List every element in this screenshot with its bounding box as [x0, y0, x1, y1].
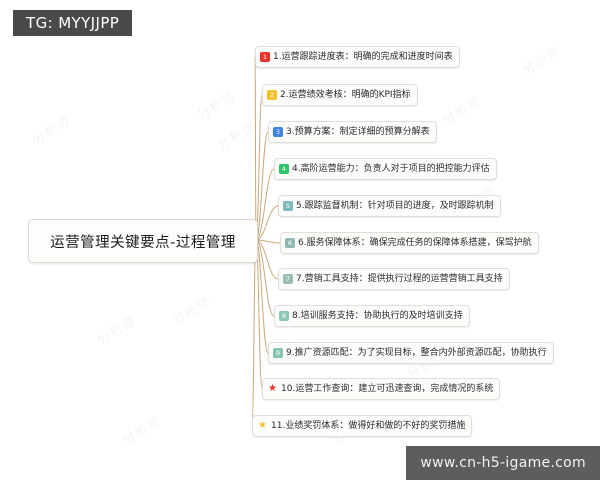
star-icon: ★	[268, 383, 277, 394]
central-node-title: 运营管理关键要点-过程管理	[50, 234, 236, 251]
watermark-text: 分析师	[168, 291, 214, 328]
branch-node-label: 5.跟踪监督机制：针对项目的进度，及时跟踪机制	[296, 200, 494, 211]
branch-node[interactable]: ★ 10.运营工作查询：建立可迅速查询，完成情况的系统	[262, 378, 501, 400]
central-node[interactable]: 运营管理关键要点-过程管理	[28, 219, 258, 263]
number-badge-icon: 9	[273, 348, 283, 358]
watermark-text: 分析师	[438, 91, 484, 128]
connector-line	[255, 239, 275, 317]
number-badge-icon: 4	[279, 164, 289, 174]
watermark-text: 分析师	[118, 411, 164, 448]
number-badge-icon: 5	[283, 201, 293, 211]
branch-node-label: 6.服务保障体系：确保完成任务的保障体系搭建，保驾护航	[298, 237, 532, 248]
url-watermark-bar: www.cn-h5-igame.com	[406, 446, 600, 480]
connector-line	[255, 205, 279, 241]
branch-node-label: 2.运营绩效考核：明确的KPI指标	[280, 89, 411, 100]
branch-node-label: 4.高阶运营能力：负责人对于项目的把控能力评估	[292, 163, 490, 174]
number-badge-icon: 7	[283, 274, 293, 284]
connector-line	[255, 168, 275, 241]
connector-line	[254, 56, 257, 241]
connector-line	[255, 94, 263, 241]
star-icon: ★	[258, 420, 267, 431]
number-badge-icon: 3	[273, 127, 283, 137]
branch-node-label: 8.培训服务支持：协助执行的及时培训支持	[292, 310, 463, 321]
watermark-text: 分析师	[193, 86, 239, 123]
watermark-text: 分析师	[28, 111, 74, 148]
connector-line	[255, 239, 279, 280]
branch-node-label: 11.业绩奖罚体系：做得好和做的不好的奖罚措施	[271, 420, 466, 431]
branch-node-label: 10.运营工作查询：建立可迅速查询，完成情况的系统	[281, 383, 494, 394]
number-badge-icon: 2	[267, 90, 277, 100]
watermark-text: 分析师	[213, 116, 259, 153]
tg-tag: TG: MYYJJPP	[13, 10, 133, 36]
branch-node-label: 3.预算方案：制定详细的预算分解表	[286, 126, 430, 137]
number-badge-icon: 8	[279, 311, 289, 321]
connector-line	[255, 239, 263, 390]
number-badge-icon: 1	[260, 52, 270, 62]
connector-line	[251, 239, 257, 427]
watermark-text: 分析师	[93, 311, 139, 348]
branch-node-label: 9.推广资源匹配：为了实现目标，整合内外部资源匹配，协助执行	[286, 347, 547, 358]
watermark-text: 分析师	[518, 41, 564, 78]
number-badge-icon: 6	[285, 238, 295, 248]
tg-tag-label: TG: MYYJJPP	[26, 14, 120, 32]
branch-node[interactable]: ★ 11.业绩奖罚体系：做得好和做的不好的奖罚措施	[252, 415, 473, 437]
connector-line	[255, 239, 281, 244]
url-watermark-label: www.cn-h5-igame.com	[420, 455, 586, 471]
branch-node-label: 7.营销工具支持：提供执行过程的运营营销工具支持	[296, 273, 503, 284]
branch-node-label: 1.运营跟踪进度表：明确的完成和进度时间表	[273, 51, 453, 62]
